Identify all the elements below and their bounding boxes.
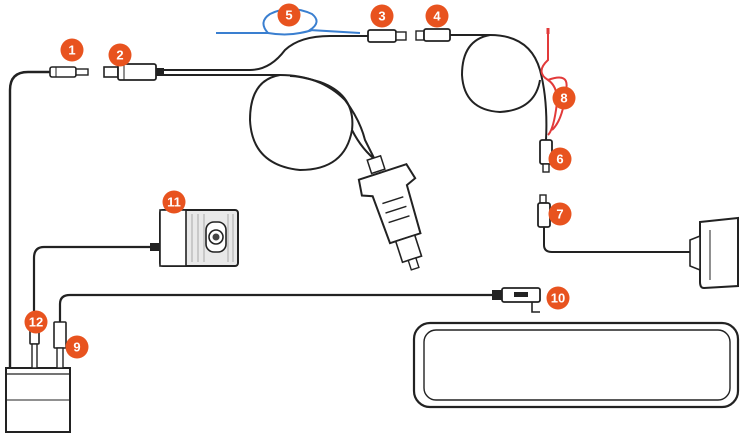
badge-8: 8 bbox=[553, 87, 576, 110]
cable-connector-2-upper bbox=[164, 36, 368, 70]
svg-text:3: 3 bbox=[378, 9, 385, 24]
connector-9 bbox=[54, 322, 66, 368]
svg-text:2: 2 bbox=[116, 48, 123, 63]
rear-camera bbox=[690, 218, 738, 288]
badge-11: 11 bbox=[163, 191, 186, 214]
svg-text:6: 6 bbox=[556, 152, 563, 167]
badge-5: 5 bbox=[278, 4, 301, 27]
cable-front-camera-to-hub bbox=[34, 247, 150, 318]
badge-6: 6 bbox=[549, 148, 572, 171]
badge-2: 2 bbox=[109, 44, 132, 67]
badge-12: 12 bbox=[25, 311, 48, 334]
svg-text:5: 5 bbox=[285, 8, 292, 23]
cable-coil-right bbox=[462, 35, 540, 112]
svg-text:9: 9 bbox=[73, 340, 80, 355]
svg-text:1: 1 bbox=[68, 43, 75, 58]
badge-10: 10 bbox=[547, 287, 570, 310]
connector-10 bbox=[492, 288, 540, 312]
svg-text:4: 4 bbox=[433, 9, 441, 24]
front-camera bbox=[150, 210, 238, 266]
connector-1 bbox=[50, 67, 88, 77]
hub-box bbox=[6, 368, 70, 432]
cable-connector-2-lower bbox=[164, 75, 375, 160]
connector-3 bbox=[368, 30, 406, 42]
connector-2 bbox=[104, 64, 164, 80]
cable-hub-to-connector-10 bbox=[60, 295, 492, 322]
red-wire bbox=[542, 28, 567, 135]
connector-7 bbox=[538, 195, 550, 227]
connector-4 bbox=[416, 29, 450, 41]
badge-3: 3 bbox=[371, 5, 394, 28]
badge-1: 1 bbox=[61, 39, 84, 62]
mirror-monitor bbox=[414, 323, 738, 407]
car-charger bbox=[352, 148, 442, 278]
cable-coil-to-car-charger bbox=[250, 75, 352, 170]
badge-9: 9 bbox=[66, 336, 89, 359]
svg-text:12: 12 bbox=[29, 315, 43, 330]
badge-4: 4 bbox=[426, 5, 449, 28]
badge-7: 7 bbox=[549, 203, 572, 226]
svg-text:11: 11 bbox=[167, 195, 181, 210]
cable-connector-7-to-rear-camera bbox=[544, 227, 700, 252]
svg-text:7: 7 bbox=[556, 207, 563, 222]
svg-text:10: 10 bbox=[551, 291, 565, 306]
svg-text:8: 8 bbox=[560, 91, 567, 106]
